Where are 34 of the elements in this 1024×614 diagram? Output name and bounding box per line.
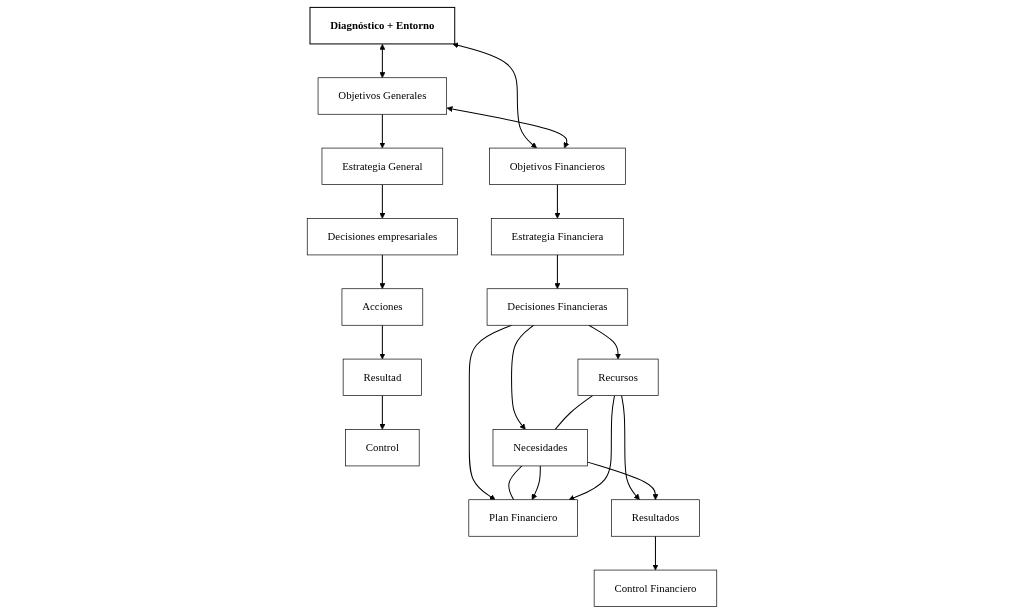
- arrow: [452, 42, 537, 149]
- arrow: [588, 324, 622, 360]
- arrow: [587, 461, 659, 500]
- connector: [554, 395, 594, 430]
- arrow: [652, 535, 659, 571]
- node-box: Objetivos Financieros: [489, 147, 626, 185]
- arrow: [531, 465, 541, 500]
- arrow: [511, 324, 535, 430]
- node-box: Control: [345, 429, 420, 467]
- arrow: [379, 113, 386, 149]
- node-box: Resultados: [611, 499, 700, 537]
- node-box: Control Financiero: [593, 569, 718, 607]
- node-box: Recursos: [577, 358, 659, 396]
- node-box: Plan Financiero: [468, 499, 578, 537]
- arrow: [446, 106, 570, 149]
- node-box: Decisiones Financieras: [486, 288, 629, 326]
- connector: [508, 465, 523, 501]
- node-box: Necesidades: [492, 429, 588, 467]
- arrow: [554, 254, 561, 289]
- node-box: Resultad: [342, 358, 422, 396]
- node-box: Diagnóstico + Entorno: [309, 6, 456, 45]
- arrow: [379, 254, 386, 289]
- arrow: [379, 395, 386, 430]
- node-box: Estrategia Financiera: [490, 218, 624, 256]
- arrow: [379, 324, 386, 360]
- node-box: Decisiones empresariales: [306, 218, 458, 256]
- arrow: [554, 184, 561, 219]
- arrow: [568, 395, 616, 501]
- arrow: [379, 43, 386, 78]
- arrow: [621, 395, 640, 500]
- node-box: Acciones: [341, 288, 424, 326]
- node-box: Estrategia General: [321, 147, 444, 185]
- arrow: [379, 184, 386, 219]
- node-box: Objetivos Generales: [317, 77, 447, 115]
